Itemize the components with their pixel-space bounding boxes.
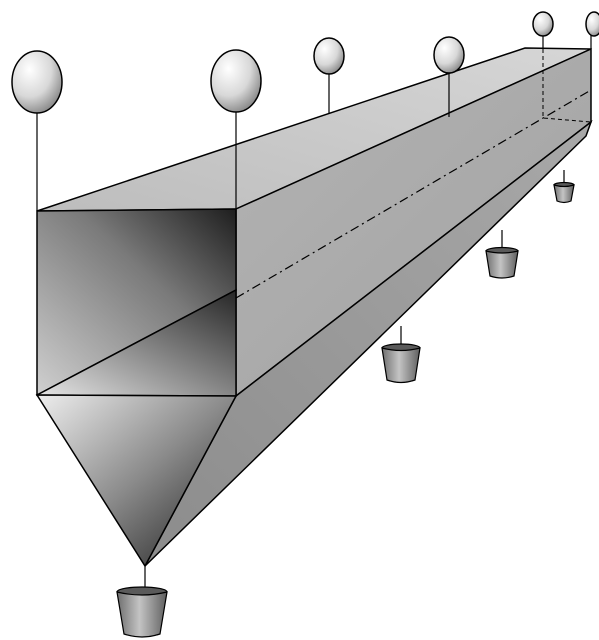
bucket-4 [554,170,574,203]
bucket-3 [486,230,518,278]
balloon-1 [12,51,62,211]
balloon-5 [533,12,553,49]
bucket-2 [382,326,420,383]
bucket-1 [117,566,167,637]
balloon-6 [586,12,599,49]
balloon-3 [314,38,344,114]
